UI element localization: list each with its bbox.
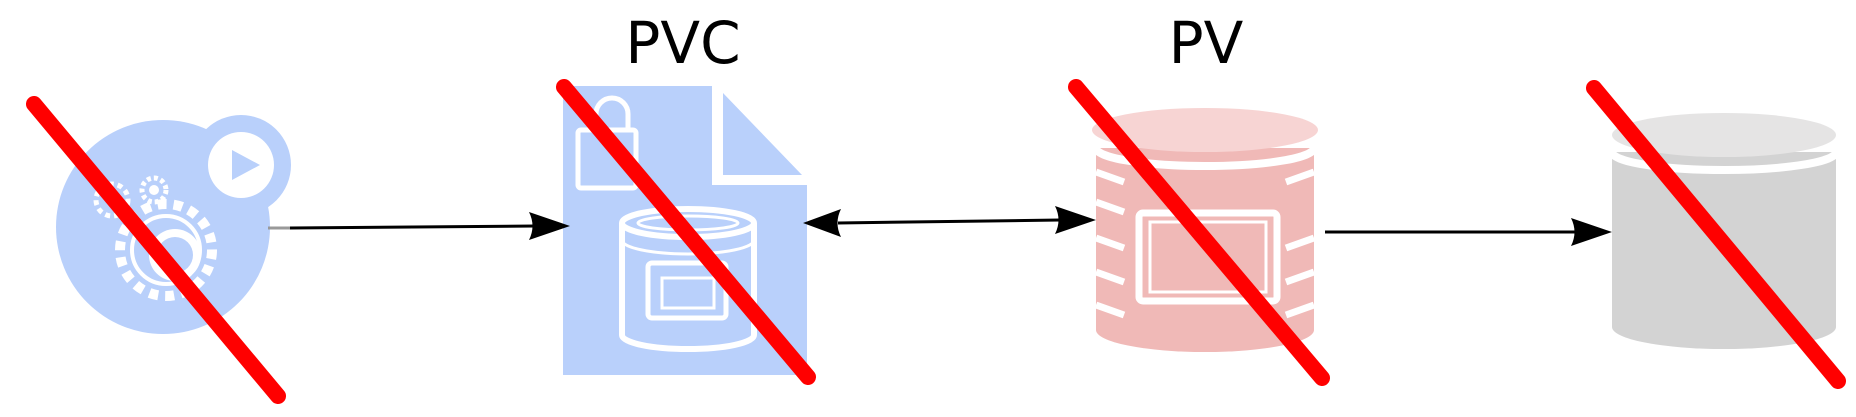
arrowhead (1571, 218, 1612, 246)
arrowhead (803, 209, 841, 237)
strike-through-pvc (556, 79, 816, 385)
pv-label: PV (1169, 9, 1244, 77)
strike-through-storage (1586, 80, 1846, 389)
strike-through-pod (26, 96, 286, 404)
connector-pvc-pv (803, 206, 1096, 237)
connector-pv-storage (1325, 218, 1612, 246)
pvc-label: PVC (625, 9, 740, 77)
strike-through-pv (1068, 79, 1330, 386)
connector-pod-pvc (268, 212, 570, 240)
arrowhead (529, 212, 570, 240)
arrowhead (1055, 206, 1096, 234)
pod-icon (56, 115, 291, 334)
